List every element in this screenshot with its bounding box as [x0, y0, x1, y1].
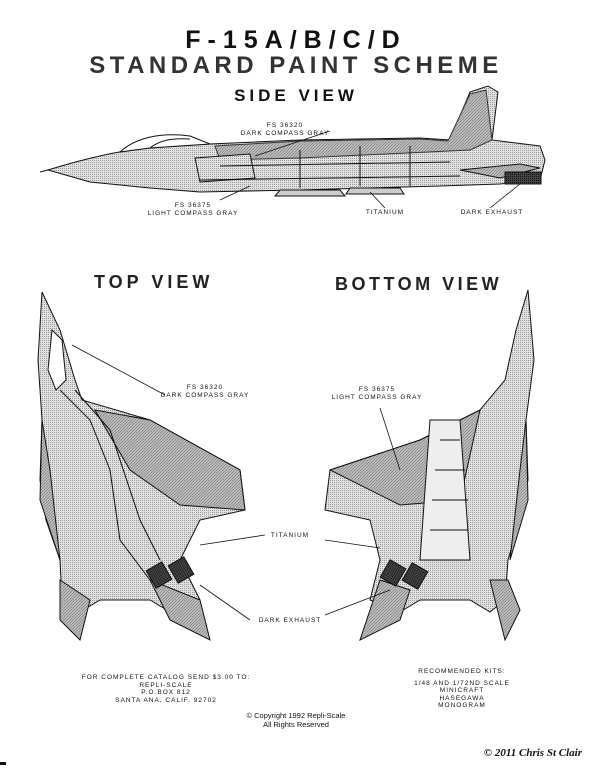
kits-line-2: MINICRAFT [439, 687, 485, 694]
side-exhaust-label: DARK EXHAUST [460, 209, 524, 216]
titanium-label: TITANIUM [270, 532, 310, 539]
side-titanium-label: TITANIUM [365, 209, 405, 216]
bottom-light-label: FS 36375 LIGHT COMPASS GRAY [322, 386, 432, 402]
top-dark-name: DARK COMPASS GRAY [160, 392, 250, 399]
side-light-name: LIGHT COMPASS GRAY [147, 210, 239, 217]
kits-heading: RECOMMENDED KITS: [418, 668, 506, 675]
side-dark-label: FS 36320 DARK COMPASS GRAY [230, 122, 340, 138]
catalog-line-3: P.O.BOX 812 [141, 689, 191, 696]
exhaust-label: DARK EXHAUST [258, 617, 322, 624]
catalog-info: FOR COMPLETE CATALOG SEND $3.00 TO: REPL… [56, 674, 276, 704]
copyright-line-1: © Copyright 1992 Repli-Scale [246, 711, 346, 720]
top-dark-label: FS 36320 DARK COMPASS GRAY [150, 384, 260, 400]
kits-line-3: HASEGAWA [439, 694, 485, 702]
copyright-notice: © Copyright 1992 Repli-Scale All Rights … [216, 711, 376, 729]
top-view-aircraft [37, 291, 266, 641]
catalog-line-4: SANTA ANA, CALIF. 92702 [115, 696, 217, 704]
side-view-aircraft [39, 85, 546, 209]
side-light-code: FS 36375 [174, 202, 212, 209]
top-view-heading: TOP VIEW [94, 272, 214, 292]
side-dark-code: FS 36320 [266, 122, 304, 129]
top-dark-code: FS 36320 [186, 384, 224, 391]
bottom-view-heading: BOTTOM VIEW [335, 274, 503, 294]
page-subtitle: STANDARD PAINT SCHEME [89, 52, 503, 79]
side-light-label: FS 36375 LIGHT COMPASS GRAY [138, 202, 248, 218]
recommended-kits: RECOMMENDED KITS: 1/48 AND 1/72ND SCALE … [392, 668, 532, 710]
kits-line-4: MONOGRAM [438, 702, 486, 709]
side-view-heading: SIDE VIEW [234, 86, 358, 105]
photo-credit: © 2011 Chris St Clair [483, 747, 582, 759]
kits-line-1: 1/48 AND 1/72ND SCALE [414, 679, 510, 687]
bottom-light-name: LIGHT COMPASS GRAY [331, 394, 423, 401]
copyright-line-2: All Rights Reserved [263, 719, 329, 729]
catalog-line-1: FOR COMPLETE CATALOG SEND $3.00 TO: [81, 674, 251, 681]
bottom-light-code: FS 36375 [358, 386, 396, 393]
catalog-line-2: REPLI-SCALE [139, 681, 193, 689]
corner-mark [0, 762, 6, 765]
bottom-view-aircraft [324, 289, 535, 642]
page-title: F-15A/B/C/D [185, 26, 407, 54]
side-dark-name: DARK COMPASS GRAY [240, 130, 330, 137]
